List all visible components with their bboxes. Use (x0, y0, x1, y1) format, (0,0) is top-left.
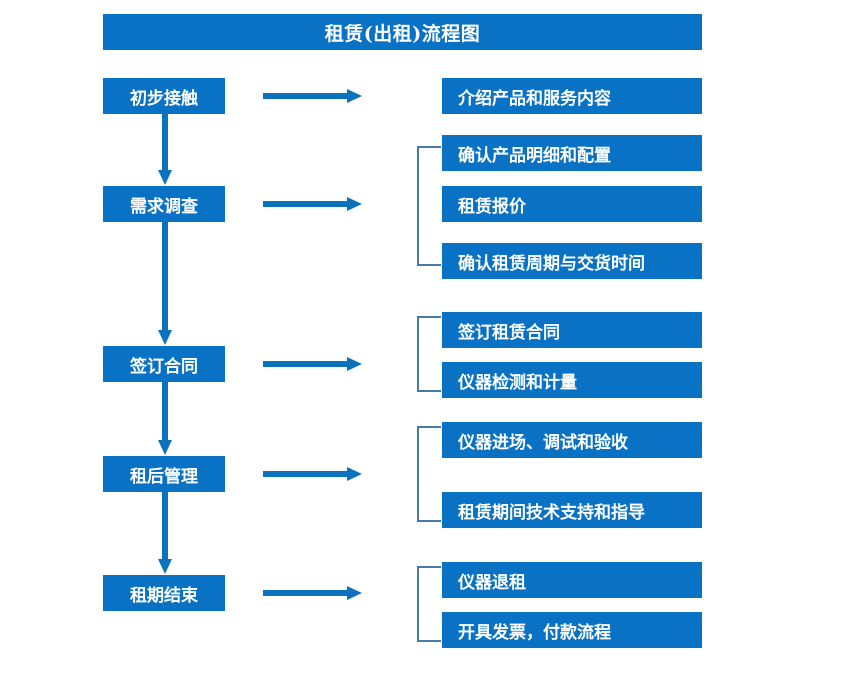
detail-label: 仪器进场、调试和验收 (458, 432, 628, 453)
stage-label: 签订合同 (130, 356, 198, 377)
detail-label: 租赁报价 (458, 196, 526, 217)
bracket-group-post-rental (417, 426, 441, 522)
stage-box-initial-contact[interactable]: 初步接触 (103, 78, 225, 114)
detail-label: 确认产品明细和配置 (458, 145, 611, 166)
diagram-title-bar: 租赁(出租)流程图 (103, 14, 702, 50)
detail-box-instrument-return[interactable]: 仪器退租 (442, 562, 702, 598)
bracket-group-sign-contract (417, 316, 441, 392)
detail-label: 租赁期间技术支持和指导 (458, 502, 645, 523)
detail-box-rental-quotation[interactable]: 租赁报价 (442, 186, 702, 222)
diagram-title: 租赁(出租)流程图 (324, 22, 481, 45)
stage-label: 初步接触 (130, 88, 198, 109)
horizontal-arrow-3 (263, 357, 362, 371)
detail-box-instrument-onsite-commissioning-acceptance[interactable]: 仪器进场、调试和验收 (442, 422, 702, 458)
stage-box-rental-end[interactable]: 租期结束 (103, 575, 225, 611)
detail-label: 仪器退租 (458, 572, 526, 593)
bracket-group-demand-survey (417, 146, 441, 266)
stage-label: 租期结束 (130, 585, 198, 606)
detail-box-sign-rental-contract[interactable]: 签订租赁合同 (442, 312, 702, 348)
detail-box-introduce-products-services[interactable]: 介绍产品和服务内容 (442, 78, 702, 114)
vertical-arrow-2 (158, 222, 172, 345)
detail-label: 仪器检测和计量 (458, 372, 577, 393)
vertical-arrow-3 (158, 382, 172, 455)
horizontal-arrow-5 (263, 586, 362, 600)
detail-label: 开具发票，付款流程 (458, 622, 611, 643)
stage-label: 租后管理 (130, 466, 198, 487)
vertical-arrow-4 (158, 492, 172, 574)
detail-box-technical-support-during-rental[interactable]: 租赁期间技术支持和指导 (442, 492, 702, 528)
vertical-arrow-1 (158, 114, 172, 185)
stage-box-demand-survey[interactable]: 需求调查 (103, 186, 225, 222)
detail-label: 签订租赁合同 (458, 322, 560, 343)
horizontal-arrow-1 (263, 89, 362, 103)
horizontal-arrow-4 (263, 467, 362, 481)
stage-box-sign-contract[interactable]: 签订合同 (103, 346, 225, 382)
horizontal-arrow-2 (263, 197, 362, 211)
stage-label: 需求调查 (130, 196, 198, 217)
detail-box-confirm-product-specs[interactable]: 确认产品明细和配置 (442, 135, 702, 171)
detail-box-confirm-rental-period-delivery[interactable]: 确认租赁周期与交货时间 (442, 243, 702, 279)
bracket-group-rental-end (417, 566, 441, 642)
detail-box-instrument-inspection-metering[interactable]: 仪器检测和计量 (442, 362, 702, 398)
stage-box-post-rental-management[interactable]: 租后管理 (103, 456, 225, 492)
detail-label: 介绍产品和服务内容 (458, 88, 611, 109)
detail-box-invoice-payment-process[interactable]: 开具发票，付款流程 (442, 612, 702, 648)
detail-label: 确认租赁周期与交货时间 (458, 253, 645, 274)
